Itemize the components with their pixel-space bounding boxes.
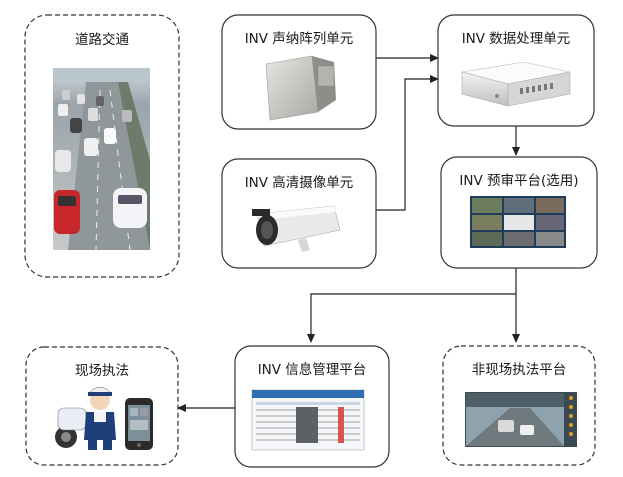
connectors (177, 54, 520, 412)
acoustic-array-device-icon (265, 55, 336, 121)
info-management-screen-thumbnail (251, 389, 365, 451)
camera-icon (252, 205, 341, 252)
off-site-monitor-thumbnail (465, 392, 577, 447)
hd-camera-label: INV 高清摄像单元 (245, 174, 354, 191)
node-on-site-enforcement: 现场执法 (25, 346, 179, 466)
smartphone-icon (125, 398, 153, 450)
pre-review-screen-thumbnail (470, 196, 566, 248)
off-site-enforcement-label: 非现场执法平台 (472, 362, 567, 378)
node-pre-review: INV 预审平台(选用) (440, 156, 598, 269)
arrow-camera-to-processing (376, 75, 439, 211)
on-site-enforcement-label: 现场执法 (75, 363, 129, 379)
node-hd-camera: INV 高清摄像单元 (221, 158, 377, 269)
arrow-prereview-to-info (307, 293, 516, 343)
node-road-traffic: 道路交通 (24, 14, 180, 278)
node-acoustic-array: INV 声纳阵列单元 (221, 14, 377, 130)
pre-review-label: INV 预审平台(选用) (459, 173, 578, 189)
info-management-label: INV 信息管理平台 (258, 361, 367, 378)
road-traffic-label: 道路交通 (75, 31, 129, 48)
node-off-site-enforcement: 非现场执法平台 (442, 345, 596, 466)
node-info-management: INV 信息管理平台 (234, 345, 390, 468)
police-officer-icon (55, 386, 116, 450)
processing-box-icon (461, 61, 571, 107)
road-traffic-photo (53, 68, 150, 251)
acoustic-array-label: INV 声纳阵列单元 (245, 31, 354, 47)
node-data-processing: INV 数据处理单元 (437, 14, 595, 127)
data-processing-label: INV 数据处理单元 (462, 31, 571, 47)
